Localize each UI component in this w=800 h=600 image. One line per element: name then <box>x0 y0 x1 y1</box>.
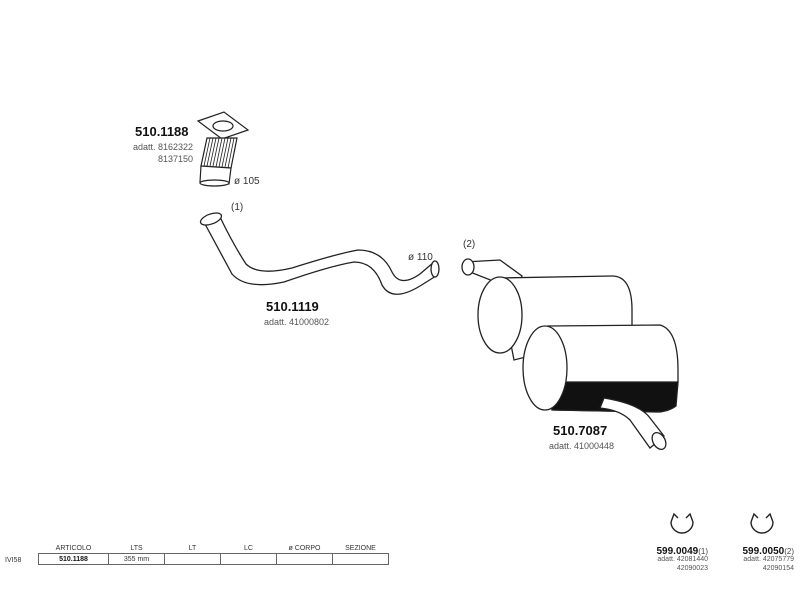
table-header: SEZIONE <box>332 543 389 554</box>
table-cell: 510.1188 <box>38 553 109 565</box>
table-header-row: ARTICOLO LTS LT LC ø CORPO SEZIONE <box>38 543 389 554</box>
front-pipe-number: 510.1119 <box>266 299 319 314</box>
front-pipe-adatt: adatt. 41000802 <box>264 317 330 327</box>
table-header: LTS <box>108 543 165 554</box>
flex-pipe-outlet-end <box>199 179 230 187</box>
silencer-outlet <box>651 431 667 451</box>
table-header: ARTICOLO <box>38 543 109 554</box>
clamp-1-number: 599.0049 <box>656 546 699 557</box>
silencer-adatt: adatt. 41000448 <box>549 441 615 451</box>
front-pipe-diameter: ø 110 <box>408 252 433 263</box>
silencer-note: (2) <box>463 239 476 250</box>
silencer-front-end <box>522 325 568 411</box>
table-header: LC <box>220 543 277 554</box>
clamp-2-adatt-2: 42090154 <box>762 565 794 572</box>
silencer-number: 510.7087 <box>553 423 608 438</box>
table-header: LT <box>164 543 221 554</box>
clamp-2-drawing <box>750 512 774 534</box>
table-cell <box>164 553 221 565</box>
flex-pipe-adatt-1: adatt. 8162322 <box>132 142 193 152</box>
table-cell: 355 mm <box>108 553 165 565</box>
front-pipe-drawing <box>199 212 440 295</box>
table-cell <box>332 553 389 565</box>
silencer-inlet <box>461 258 475 276</box>
clamp-1-drawing <box>670 512 694 534</box>
flex-pipe-adatt-2: 8137150 <box>157 154 193 164</box>
clamp-1-adatt-1: adatt. 42081440 <box>657 556 708 563</box>
clamp-2-number: 599.0050 <box>742 546 785 557</box>
flex-pipe-flange-hole <box>212 120 234 132</box>
clamp-2-suffix: (2) <box>784 547 794 556</box>
flex-pipe-diameter: ø 105 <box>234 176 260 187</box>
front-pipe-outlet <box>430 260 440 278</box>
table-header: ø CORPO <box>276 543 333 554</box>
silencer-drawing <box>461 258 679 451</box>
clamp-1-label: 599.0049(1) <box>640 542 709 558</box>
spec-table: ARTICOLO LTS LT LC ø CORPO SEZIONE 510.1… <box>38 543 389 565</box>
flex-pipe-drawing <box>196 111 250 187</box>
table-row: 510.1188 355 mm <box>38 553 389 565</box>
table-row-code: IVI58 <box>5 557 22 564</box>
silencer-rear-end <box>477 276 523 354</box>
flex-pipe-number: 510.1188 <box>135 124 189 139</box>
clamp-1-suffix: (1) <box>698 547 708 556</box>
front-pipe-note: (1) <box>231 202 244 213</box>
clamp-2-label: 599.0050(2) <box>722 542 795 558</box>
clamp-2-adatt-1: adatt. 42075779 <box>743 556 794 563</box>
clamp-1-adatt-2: 42090023 <box>676 565 708 572</box>
table-cell <box>220 553 277 565</box>
table-cell <box>276 553 333 565</box>
front-pipe-inlet <box>199 212 223 226</box>
